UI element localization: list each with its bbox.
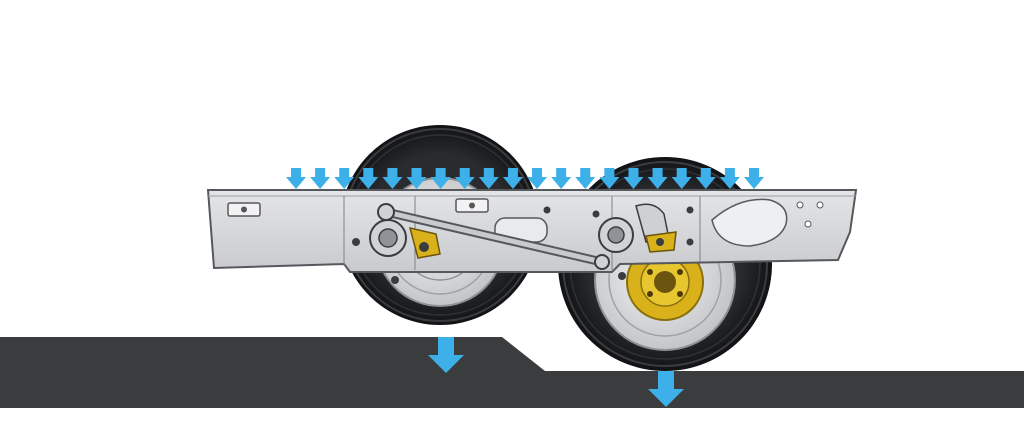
ground-reaction-arrow-icon (648, 371, 684, 407)
load-arrow-icon (695, 168, 716, 189)
load-arrow-icon (478, 168, 499, 189)
load-arrow-icon (599, 168, 620, 189)
load-arrow-icon (623, 168, 644, 189)
load-arrow-icon (527, 168, 548, 189)
load-arrow-icon (575, 168, 596, 189)
load-arrow-icon (647, 168, 668, 189)
road-surface (0, 337, 1024, 408)
ground-reaction-arrows (428, 337, 684, 407)
equalizer-rod (377, 203, 610, 270)
load-arrow-row (286, 168, 764, 189)
load-arrow-icon (454, 168, 475, 189)
load-arrow-icon (406, 168, 427, 189)
frame-rail (206, 189, 858, 284)
load-arrow-icon (382, 168, 403, 189)
load-arrow-icon (744, 168, 764, 189)
front-pivot (369, 219, 441, 259)
load-arrow-icon (358, 168, 379, 189)
load-arrow-icon (551, 168, 572, 189)
rear-pivot (598, 203, 677, 253)
load-arrow-icon (502, 168, 523, 189)
ground-reaction-arrow-icon (428, 337, 464, 373)
load-arrow-icon (719, 168, 740, 189)
load-arrow-icon (671, 168, 692, 189)
load-arrow-icon (430, 168, 451, 189)
load-arrow-icon (286, 168, 306, 189)
load-arrow-icon (334, 168, 355, 189)
load-arrow-icon (310, 168, 331, 189)
